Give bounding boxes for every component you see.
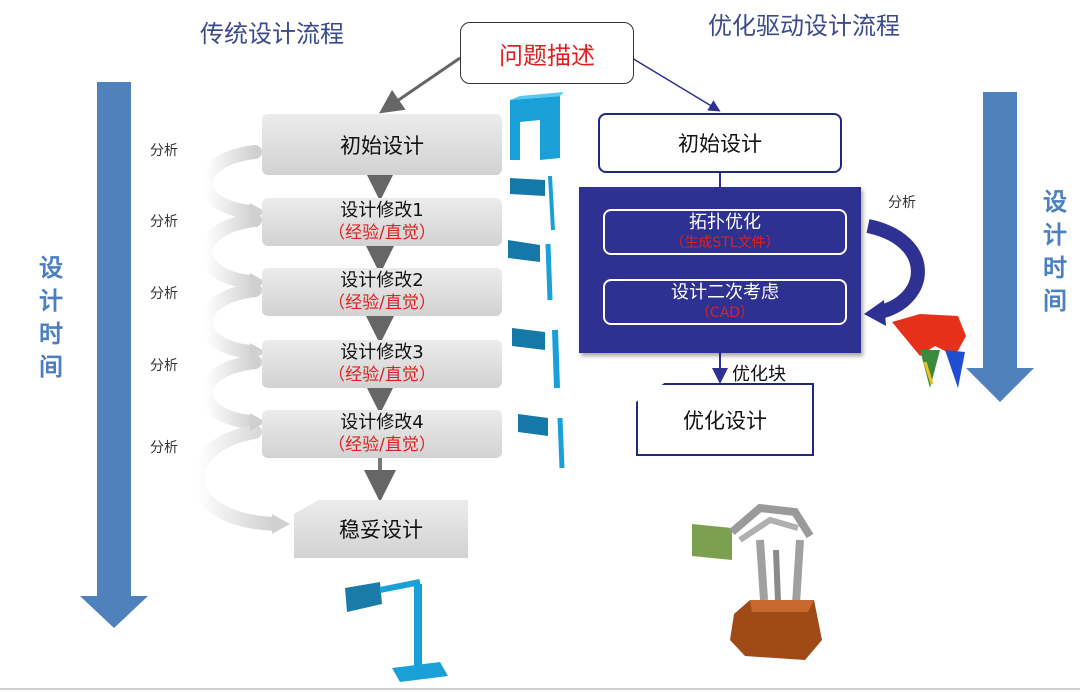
secondary-design-note: （CAD）: [695, 305, 755, 321]
optimized-design-box: 优化设计: [636, 383, 814, 456]
topology-optimization-box: 拓扑优化 （生成STL文件）: [603, 209, 847, 255]
traditional-time-arrow: [80, 82, 148, 628]
topology-result-image: [892, 314, 966, 388]
optimized-flow-title: 优化驱动设计流程: [708, 12, 900, 40]
time-char: 计: [39, 287, 63, 315]
iteration-title: 设计修改1: [340, 200, 424, 221]
optimized-analysis-label: 分析: [888, 195, 916, 211]
optimized-time-arrow: [966, 92, 1034, 402]
optimized-analysis-arrow: [866, 219, 925, 319]
analysis-label: 分析: [150, 143, 178, 159]
secondary-design-label: 设计二次考虑: [671, 282, 779, 303]
optimized-model-image: [692, 503, 822, 660]
iteration-note: （经验/直觉）: [328, 435, 436, 455]
secondary-design-box: 设计二次考虑 （CAD）: [603, 279, 847, 325]
optimized-initial-design-label: 初始设计: [678, 132, 762, 156]
iteration-box-3: 设计修改3 （经验/直觉）: [262, 340, 502, 388]
problem-description-box: 问题描述: [460, 22, 634, 84]
iteration-title: 设计修改4: [340, 412, 424, 433]
time-char: 间: [1043, 287, 1067, 315]
bottom-divider: [0, 688, 1080, 690]
optimized-initial-design-box: 初始设计: [598, 113, 842, 173]
iteration-note: （经验/直觉）: [328, 293, 436, 313]
time-char: 计: [1043, 221, 1067, 249]
analysis-loop-heads: [250, 203, 290, 534]
iteration-title: 设计修改2: [340, 270, 424, 291]
time-char: 设: [39, 254, 63, 282]
time-char: 设: [1043, 188, 1067, 216]
optimization-block-label: 优化块: [732, 364, 786, 385]
analysis-label: 分析: [150, 214, 178, 230]
optimized-design-label: 优化设计: [683, 408, 767, 433]
iteration-box-1: 设计修改1 （经验/直觉）: [262, 198, 502, 246]
time-char: 间: [39, 353, 63, 381]
iteration-note: （经验/直觉）: [328, 365, 436, 385]
optimization-panel: 拓扑优化 （生成STL文件） 设计二次考虑 （CAD）: [579, 187, 861, 353]
topology-optimization-label: 拓扑优化: [689, 212, 761, 233]
stable-design-label: 稳妥设计: [339, 518, 423, 542]
problem-description-label: 问题描述: [499, 41, 595, 70]
analysis-label: 分析: [150, 358, 178, 374]
iteration-box-4: 设计修改4 （经验/直觉）: [262, 410, 502, 458]
iteration-box-2: 设计修改2 （经验/直觉）: [262, 268, 502, 316]
stable-design-box: 稳妥设计: [294, 500, 468, 558]
traditional-flow-title: 传统设计流程: [200, 20, 344, 48]
arrow-problem-to-traditional: [379, 56, 461, 114]
traditional-initial-design-box: 初始设计: [262, 114, 502, 175]
traditional-time-label: 设 计 时 间: [36, 252, 66, 384]
topology-optimization-note: （生成STL文件）: [670, 235, 780, 251]
time-char: 时: [1043, 254, 1067, 282]
iteration-title: 设计修改3: [340, 342, 424, 363]
analysis-label: 分析: [150, 440, 178, 456]
traditional-model-thumbnails: [345, 92, 565, 682]
traditional-initial-design-label: 初始设计: [340, 133, 424, 158]
time-char: 时: [39, 320, 63, 348]
arrow-problem-to-optimized: [631, 57, 721, 112]
iteration-note: （经验/直觉）: [328, 223, 436, 243]
analysis-label: 分析: [150, 286, 178, 302]
optimized-time-label: 设 计 时 间: [1040, 186, 1070, 318]
analysis-loop-arrows: [190, 145, 282, 531]
